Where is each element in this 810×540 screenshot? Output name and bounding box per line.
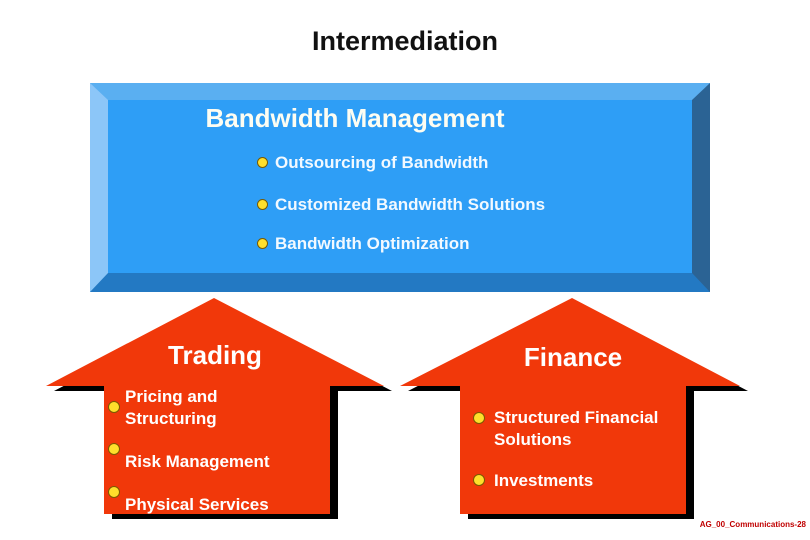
page-title: Intermediation (311, 26, 499, 56)
bullet-dot-icon (257, 238, 268, 249)
bandwidth-management-box: Bandwidth Management Outsourcing of Band… (90, 83, 710, 292)
bullet-dot-icon (473, 474, 485, 486)
finance-heading: Finance (523, 342, 623, 372)
bullet-dot-icon (108, 443, 120, 455)
bullet-dot-icon (473, 412, 485, 424)
trading-heading: Trading (168, 340, 262, 370)
bullet-dot-icon (257, 157, 268, 168)
finance-arrow-shape (400, 298, 740, 514)
slide-footer-reference: AG_00_Communications-28 (699, 520, 806, 529)
bullet-dot-icon (108, 401, 120, 413)
trading-bullet-item: Risk Management (125, 452, 270, 471)
box-bullet-item: Customized Bandwidth Solutions (275, 195, 546, 214)
bandwidth-box-heading: Bandwidth Management (205, 103, 505, 133)
finance-bullet-item: Structured Financial Solutions (494, 408, 659, 449)
bullet-dot-icon (108, 486, 120, 498)
trading-bullet-item: Pricing and Structuring (125, 387, 218, 428)
trading-bullet-item: Physical Services (125, 495, 269, 514)
box-bullet-item: Bandwidth Optimization (275, 234, 470, 253)
trading-arrow-shape (46, 298, 384, 514)
bullet-dot-icon (257, 199, 268, 210)
box-bullet-item: Outsourcing of Bandwidth (275, 153, 489, 172)
finance-bullet-item: Investments (494, 471, 594, 490)
